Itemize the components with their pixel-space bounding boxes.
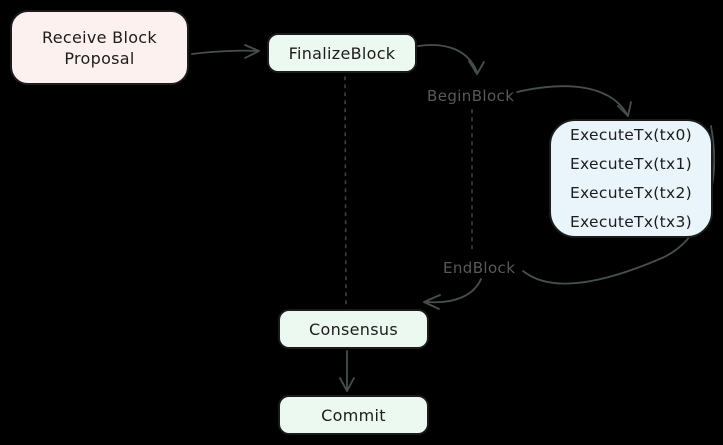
arrow-beginblock-to-execute xyxy=(516,85,632,117)
node-consensus-label: Consensus xyxy=(309,319,398,339)
arrow-finalize-to-beginblock xyxy=(417,44,485,75)
execute-tx-line-2: ExecuteTx(tx2) xyxy=(569,183,693,202)
node-commit: Commit xyxy=(278,395,429,435)
node-finalize-block: FinalizeBlock xyxy=(267,33,417,73)
node-consensus: Consensus xyxy=(278,309,429,349)
execute-tx-line-1: ExecuteTx(tx1) xyxy=(569,154,693,173)
node-receive-label-line2: Proposal xyxy=(64,48,135,68)
begin-block-label: BeginBlock xyxy=(427,87,515,105)
node-commit-label: Commit xyxy=(321,405,386,425)
arrow-endblock-to-consensus xyxy=(423,278,482,310)
execute-tx-line-3: ExecuteTx(tx3) xyxy=(569,212,693,231)
dotted-finalize-to-consensus xyxy=(344,76,347,306)
end-block-label: EndBlock xyxy=(443,259,516,277)
arrow-consensus-to-commit xyxy=(339,350,355,392)
execute-tx-line-0: ExecuteTx(tx0) xyxy=(569,125,693,144)
node-receive-label-line1: Receive Block xyxy=(42,27,157,47)
node-finalize-label: FinalizeBlock xyxy=(288,43,396,63)
arrow-receive-to-finalize xyxy=(191,44,260,59)
node-receive-block-proposal: Receive Block Proposal xyxy=(10,10,189,85)
node-execute-tx: ExecuteTx(tx0) ExecuteTx(tx1) ExecuteTx(… xyxy=(549,119,713,238)
